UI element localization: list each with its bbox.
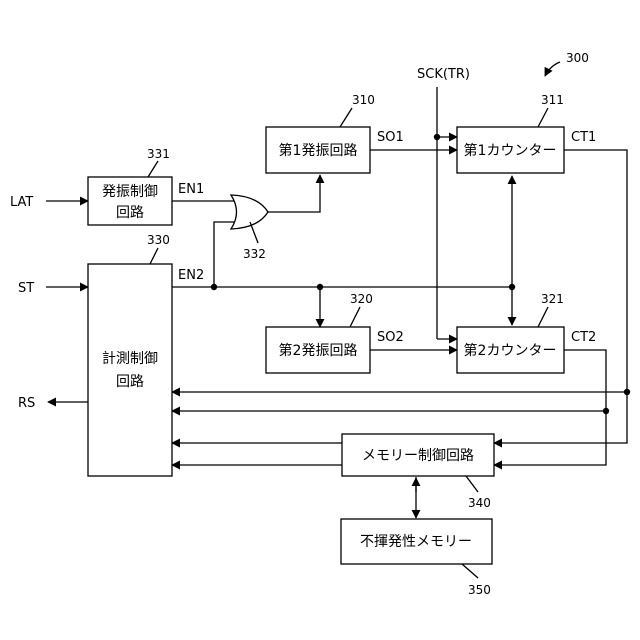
junction-dot — [624, 389, 630, 395]
leader-310 — [340, 108, 352, 127]
signal-so1-label: SO1 — [377, 130, 404, 145]
leader-300 — [545, 62, 560, 76]
leader-331 — [148, 161, 158, 177]
block-nvm-label: 不揮発性メモリー — [360, 534, 472, 550]
block-meas-line1: 計測制御 — [102, 351, 158, 367]
junction-dot — [434, 134, 440, 140]
ref-310: 310 — [352, 93, 375, 107]
signal-so2-label: SO2 — [377, 330, 404, 345]
leader-311 — [538, 108, 548, 127]
block-cnt2-label: 第2カウンター — [464, 342, 557, 359]
block-osc2-label: 第2発振回路 — [279, 342, 358, 359]
ref-321: 321 — [541, 292, 564, 306]
wire-en2-to-or — [214, 222, 237, 287]
signal-sck-label: SCK(TR) — [417, 67, 470, 82]
signal-ct2-label: CT2 — [571, 330, 596, 345]
block-oscctl-line2: 回路 — [116, 205, 144, 221]
ref-331: 331 — [147, 147, 170, 161]
leader-332 — [250, 222, 258, 243]
signal-st-label: ST — [18, 281, 34, 296]
block-meas — [88, 264, 172, 476]
junction-dot — [603, 408, 609, 414]
wire-or-to-osc1 — [267, 175, 320, 212]
ref-340: 340 — [468, 496, 491, 510]
leader-330 — [150, 248, 158, 264]
ref-311: 311 — [541, 93, 564, 107]
junction-dot — [211, 284, 217, 290]
block-oscctl-line1: 発振制御 — [102, 184, 158, 200]
junction-dot — [317, 284, 323, 290]
ref-300: 300 — [566, 51, 589, 65]
signal-en1-label: EN1 — [178, 182, 204, 197]
ref-320: 320 — [350, 292, 373, 306]
block-memctl-label: メモリー制御回路 — [362, 448, 474, 464]
signal-ct1-label: CT1 — [571, 130, 596, 145]
ref-350: 350 — [468, 583, 491, 597]
signal-rs-label: RS — [18, 396, 35, 411]
junction-dot — [509, 284, 515, 290]
leader-321 — [538, 307, 548, 327]
block-osc1-label: 第1発振回路 — [279, 142, 358, 159]
block-cnt1-label: 第1カウンター — [464, 142, 557, 159]
block-meas-line2: 回路 — [116, 374, 144, 390]
leader-320 — [350, 307, 360, 327]
signal-en2-label: EN2 — [178, 268, 204, 283]
or-gate — [231, 195, 268, 229]
signal-lat-label: LAT — [10, 195, 33, 210]
ref-332: 332 — [243, 247, 266, 261]
leader-350 — [462, 564, 478, 578]
leader-340 — [466, 476, 478, 492]
ref-330: 330 — [147, 233, 170, 247]
